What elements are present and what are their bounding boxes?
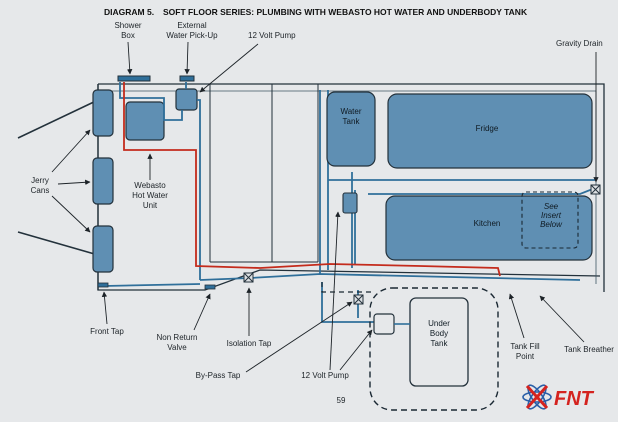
see-insert-box xyxy=(521,191,579,249)
jerry-cans-label-2: Cans xyxy=(31,186,50,195)
water-tank-label-2: Tank xyxy=(343,117,361,126)
jerry-can-2 xyxy=(92,157,114,205)
gravity-drain-label: Gravity Drain xyxy=(556,39,603,48)
tank-breather-label: Tank Breather xyxy=(564,345,614,354)
drawbar-upper-line xyxy=(17,99,99,139)
shower-box-label-2: Box xyxy=(121,31,135,40)
tank-fill-point-label-2: Point xyxy=(516,352,535,361)
jerry-cans-label-1: Jerry xyxy=(31,176,49,185)
jerry-can-1 xyxy=(92,89,114,137)
underbody-tank-label-2: Body xyxy=(430,329,448,338)
pump-12v-bottom xyxy=(373,313,395,335)
non-return-valve xyxy=(204,284,216,290)
body-outline-top xyxy=(98,83,605,292)
diagram-number: DIAGRAM 5. xyxy=(104,7,154,17)
webasto-label-1: Webasto xyxy=(134,181,166,190)
isolation-tap-cross-b xyxy=(243,272,254,283)
logo-orbit-a xyxy=(522,391,552,403)
front-tap xyxy=(97,282,109,288)
fridge xyxy=(387,93,593,169)
fridge-label: Fridge xyxy=(476,124,499,133)
tank-fill-point-label-1: Tank Fill xyxy=(510,342,540,351)
logo-text: FNT xyxy=(554,388,595,410)
fnt-logo: FNT xyxy=(522,384,595,410)
underbody-tank-label-1: Under xyxy=(428,319,450,328)
underbody-tank xyxy=(409,297,469,387)
pump-12v-top xyxy=(175,88,198,111)
webasto-label-3: Unit xyxy=(143,201,158,210)
water-tank xyxy=(326,91,376,167)
webasto-label-2: Hot Water xyxy=(132,191,168,200)
webasto-unit xyxy=(125,101,165,141)
drawbar-lower-line xyxy=(17,231,99,256)
hot-water-pipe xyxy=(123,82,501,277)
underbody-enclosure xyxy=(369,287,499,411)
blue-pipes xyxy=(103,82,596,323)
isolation-tap-label: Isolation Tap xyxy=(227,339,272,348)
external-water-pickup xyxy=(179,75,195,82)
underbody-feed-line xyxy=(321,282,372,293)
water-tank-label-1: Water xyxy=(340,107,361,116)
page-number: 59 xyxy=(337,396,346,405)
pump-bottom-label: 12 Volt Pump xyxy=(301,371,349,380)
logo-x-b xyxy=(525,384,549,410)
shower-box xyxy=(117,75,151,82)
diagram-heading: SOFT FLOOR SERIES: PLUMBING WITH WEBASTO… xyxy=(163,7,528,17)
external-pickup-label-2: Water Pick-Up xyxy=(166,31,218,40)
pump-top-label: 12 Volt Pump xyxy=(248,31,296,40)
non-return-valve-label-2: Valve xyxy=(167,343,187,352)
underbody-tank-label-3: Tank xyxy=(431,339,449,348)
bypass-tap-label: By-Pass Tap xyxy=(196,371,241,380)
external-pickup-label-1: External xyxy=(177,21,207,30)
kitchen xyxy=(385,195,593,261)
leader-arrows xyxy=(51,41,599,373)
see-insert-label-1: See xyxy=(544,202,559,211)
kitchen-label: Kitchen xyxy=(474,219,501,228)
shower-box-label-1: Shower xyxy=(114,21,141,30)
see-insert-label-2: Insert xyxy=(541,211,562,220)
see-insert-label-3: Below xyxy=(540,220,563,229)
pump-inside xyxy=(342,192,358,214)
non-return-valve-label-1: Non Return xyxy=(157,333,198,342)
front-tap-label: Front Tap xyxy=(90,327,124,336)
gravity-drain-cross-b xyxy=(590,184,601,195)
bypass-tap-cross-b xyxy=(353,294,364,305)
jerry-can-3 xyxy=(92,225,114,273)
